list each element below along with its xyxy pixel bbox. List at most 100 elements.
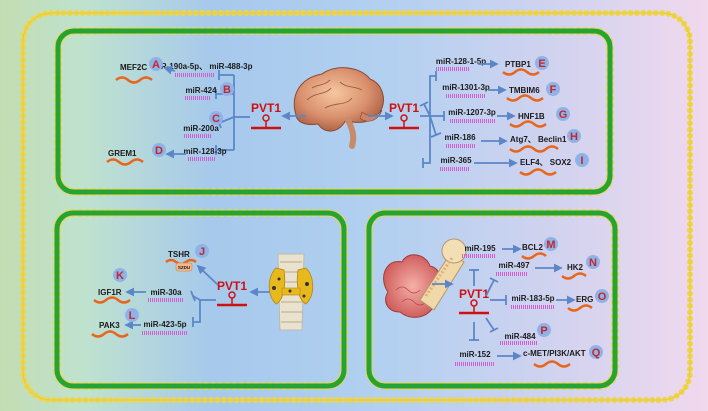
mirna-label-a: miR-190a-5p、 miR-488-3p [152, 62, 253, 71]
mirna-label-d: miR-128-3p [183, 147, 226, 156]
pathway-i: miR-365 ELF4、 SOX2 I [440, 153, 589, 176]
letter-d: D [155, 145, 163, 157]
letter-badge-b [220, 82, 234, 96]
mirna-label-k: miR-30a [150, 288, 182, 297]
letter-badge-f [546, 82, 560, 96]
left-pvt1-gene: PVT1 [251, 101, 281, 130]
mrna-wave-q [533, 360, 571, 368]
letter-badge-k [113, 268, 127, 282]
target-label-d: GREM1 [108, 149, 137, 158]
outer-cell-membrane-line [22, 12, 691, 401]
bone-inhibition-lines [469, 269, 507, 341]
pathway-j: TSHR SZDU J [165, 244, 219, 286]
pathway-n: miR-497 HK2 N [496, 255, 600, 280]
target-label-e: PTBP1 [505, 60, 531, 69]
letter-badge-h [567, 129, 581, 143]
target-label-j: TSHR [168, 250, 190, 259]
pathway-c: C miR-200a [183, 111, 223, 138]
target-label-n: HK2 [567, 263, 584, 272]
mirna-label-m: miR-195 [464, 244, 496, 253]
letter-badge-a [149, 57, 163, 71]
mrna-wave-e [502, 68, 540, 76]
letter-g: G [559, 109, 568, 121]
letter-badge-p [537, 323, 551, 337]
letter-b: B [223, 84, 231, 96]
letter-badge-e [535, 56, 549, 70]
mrna-wave-m [521, 252, 547, 260]
letter-badge-c [209, 111, 223, 125]
pathway-d: miR-128-3p D GREM1 [106, 143, 227, 166]
letter-badge-g [556, 107, 570, 121]
pathway-p: miR-484 P [500, 323, 551, 345]
letter-badge-o [595, 289, 609, 303]
bone-pvt1-label: PVT1 [459, 287, 489, 301]
pathway-e: miR-128-1-5p PTBP1 E [436, 56, 549, 76]
mirna-label-i: miR-365 [440, 156, 472, 165]
target-label-q: c-MET/PI3K/AKT [523, 349, 586, 358]
bone-panel: PVT1 miR-195 BCL2 M [383, 237, 609, 368]
thyroid-panel-membrane [54, 210, 347, 389]
mrna-wave-f [506, 94, 544, 102]
pathway-h: miR-186 Atg7、 Beclin1 H [444, 129, 581, 153]
target-label-f: TMBIM6 [509, 86, 540, 95]
letter-badge-j [195, 244, 209, 258]
mrna-wave-d [106, 158, 144, 166]
letter-badge-n [586, 255, 600, 269]
mirna-label-f: miR-1301-3p [442, 83, 490, 92]
letter-m: M [546, 239, 555, 251]
target-label-k: IGF1R [98, 288, 122, 297]
target-label-g: HNF1B [518, 112, 545, 121]
right-inhibition-lines [419, 71, 445, 168]
mrna-wave-i [519, 168, 557, 176]
receptor-block [175, 262, 193, 272]
brain-panel-membrane [55, 28, 613, 195]
mirna-label-c: miR-200a [183, 124, 219, 133]
mrna-wave-n [561, 272, 587, 280]
left-inhibition-lines [215, 70, 250, 155]
letter-k: K [116, 270, 124, 282]
pathway-m: miR-195 BCL2 M [462, 237, 558, 260]
letter-badge-q [589, 345, 603, 359]
pathway-f: miR-1301-3p TMBIM6 F [442, 82, 560, 102]
bone-tumor-illustration [383, 238, 467, 318]
mrna-wave-a [115, 76, 153, 84]
mirna-label-g: miR-1207-3p [448, 108, 496, 117]
brain-illustration [293, 67, 384, 149]
mirna-label-h: miR-186 [444, 133, 476, 142]
letter-j: J [199, 246, 205, 258]
thyroid-panel: PVT1 TSHR SZDU J miR-30a IGF1R [91, 244, 314, 338]
pathway-o: miR-183-5p ERG O [511, 289, 609, 312]
letter-e: E [538, 58, 545, 70]
target-label-m: BCL2 [522, 243, 543, 252]
letter-l: L [129, 310, 136, 322]
mirna-label-o: miR-183-5p [511, 294, 554, 303]
bone-panel-membrane [366, 210, 618, 389]
right-pvt1-label: PVT1 [389, 101, 419, 115]
right-pvt1-gene: PVT1 [389, 101, 419, 130]
mirna-label-l: miR-423-5p [143, 320, 186, 329]
left-pvt1-label: PVT1 [251, 101, 281, 115]
bone-pvt1-gene: PVT1 [459, 287, 489, 315]
target-label-a: MEF2C [120, 63, 147, 72]
target-label-o: ERG [576, 295, 593, 304]
cell-membranes [20, 10, 693, 403]
pathway-g: miR-1207-3p HNF1B G [448, 107, 570, 128]
letter-badge-m [544, 237, 558, 251]
arrow-a [163, 65, 176, 75]
letter-badge-i [575, 153, 589, 167]
letter-n: N [589, 257, 597, 269]
mrna-wave-o [567, 304, 593, 312]
thyroid-pvt1-gene: PVT1 [217, 279, 247, 307]
pathway-b: miR-424 B [185, 82, 234, 100]
mrna-wave-h [509, 145, 559, 153]
mirna-label-e: miR-128-1-5p [436, 57, 486, 66]
mirna-label-q: miR-152 [459, 350, 491, 359]
letter-o: O [598, 291, 607, 303]
target-label-i: ELF4、 SOX2 [520, 158, 572, 167]
mirna-label-b: miR-424 [185, 86, 217, 95]
mirna-label-n: miR-497 [498, 261, 530, 270]
letter-badge-d [152, 143, 166, 157]
letter-badge-l [125, 308, 139, 322]
letter-p: P [540, 325, 547, 337]
